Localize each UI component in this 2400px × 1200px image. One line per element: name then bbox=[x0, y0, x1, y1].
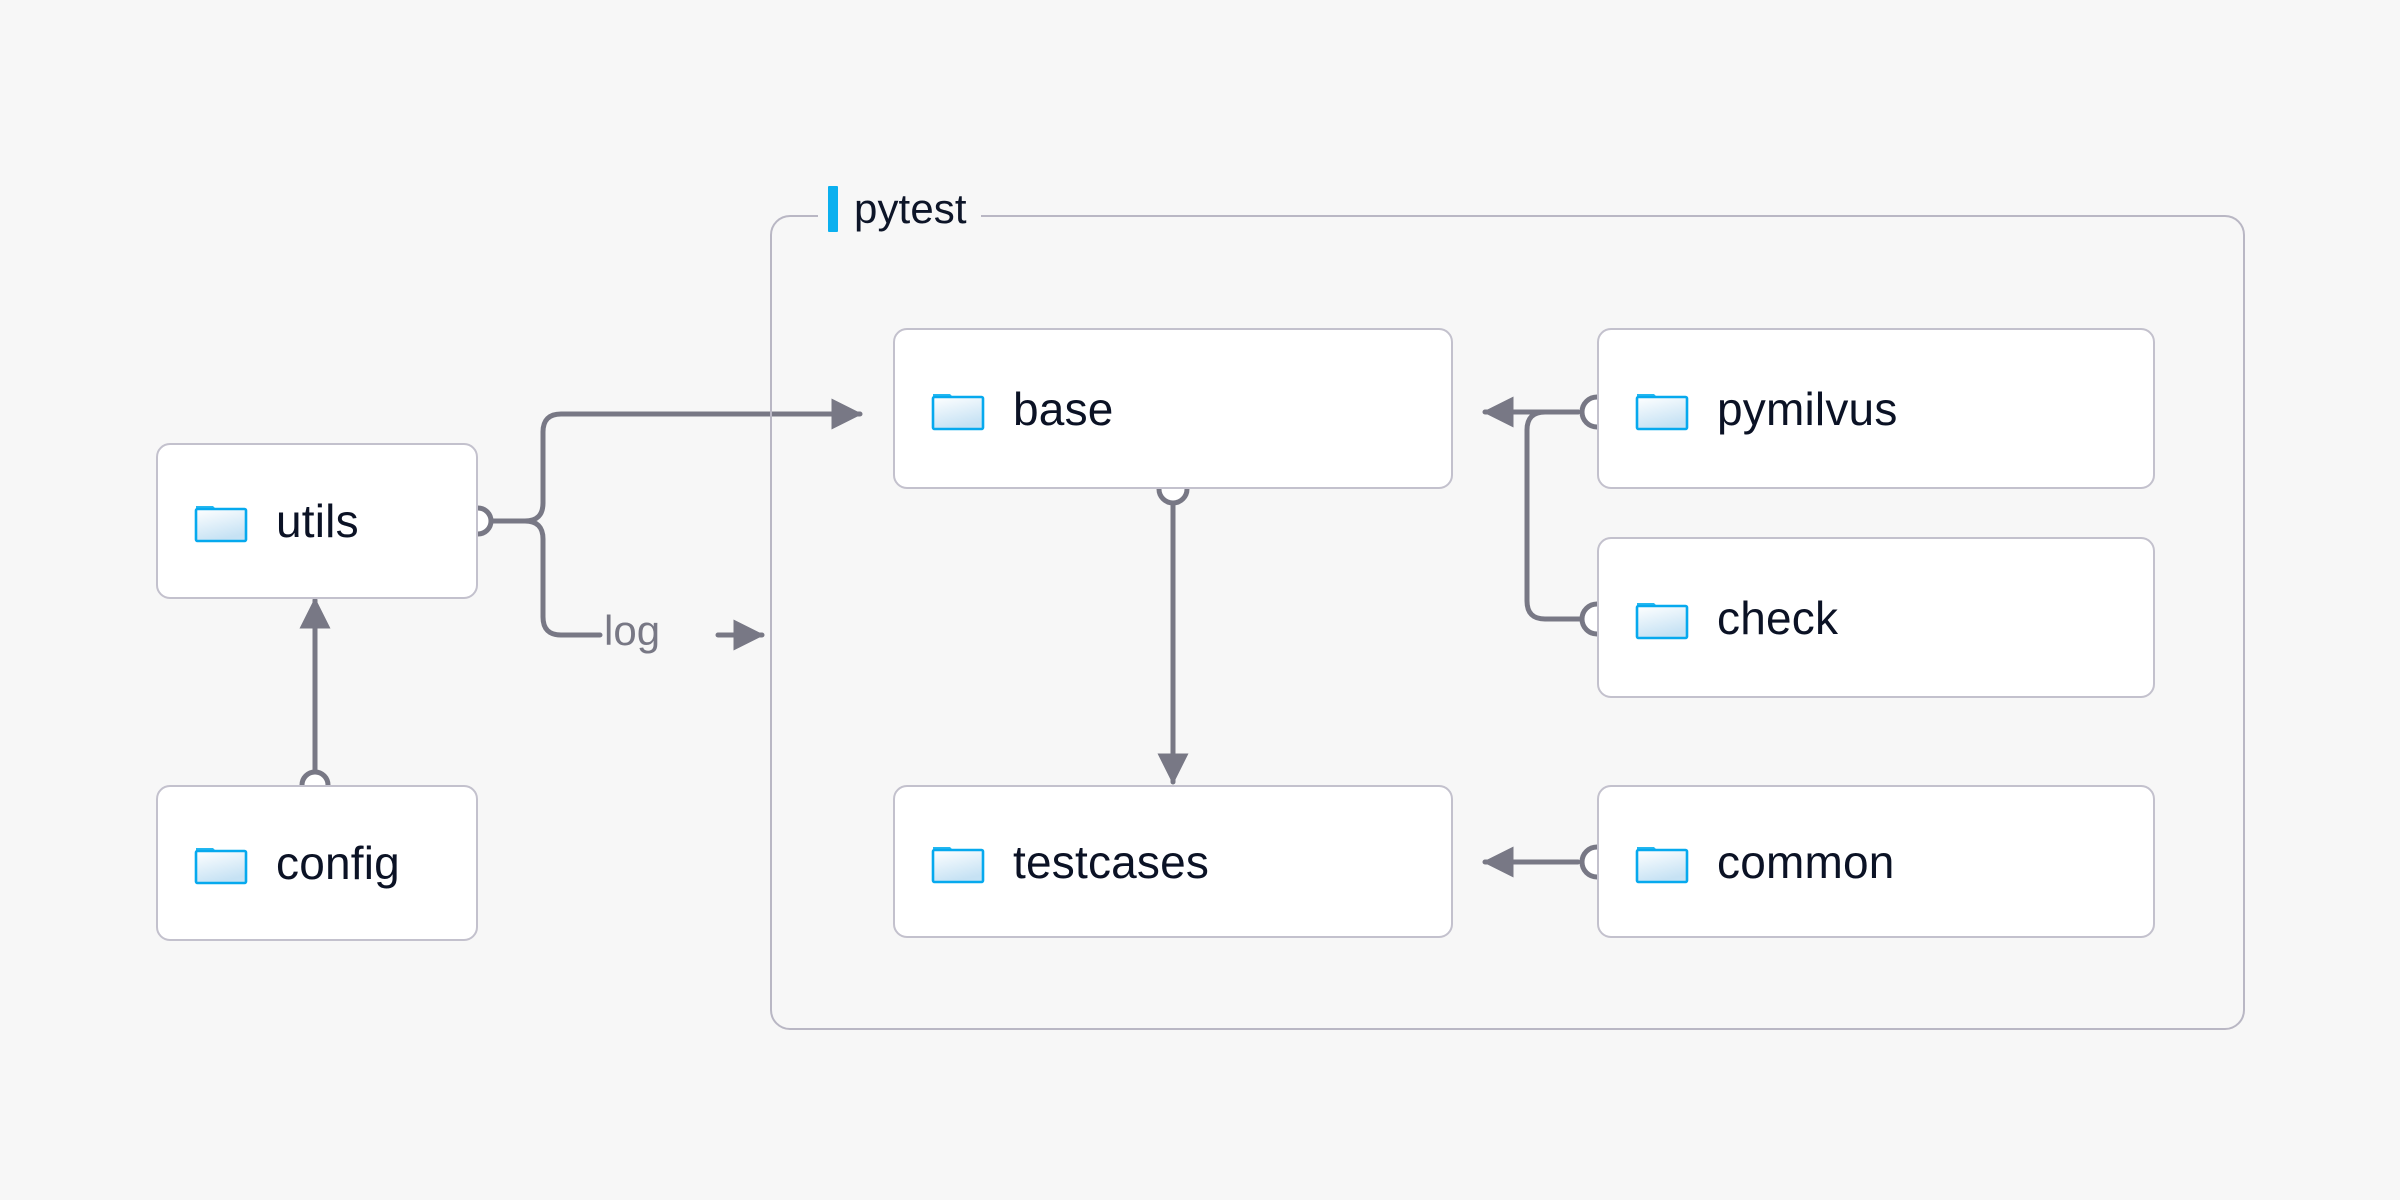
group-pytest bbox=[770, 215, 2245, 1030]
node-common[interactable]: common bbox=[1597, 785, 2155, 938]
folder-icon bbox=[1635, 602, 1689, 639]
group-pytest-label: pytest bbox=[854, 185, 967, 232]
folder-icon bbox=[194, 848, 248, 885]
folder-icon bbox=[1635, 846, 1689, 883]
node-utils[interactable]: utils bbox=[156, 443, 478, 599]
node-config[interactable]: config bbox=[156, 785, 478, 941]
edge-utils-to-log bbox=[522, 518, 603, 638]
node-check[interactable]: check bbox=[1597, 537, 2155, 698]
node-testcases[interactable]: testcases bbox=[893, 785, 1453, 938]
node-utils-label: utils bbox=[276, 495, 359, 547]
group-pytest-header: pytest bbox=[818, 183, 981, 235]
node-check-label: check bbox=[1717, 591, 1839, 644]
folder-icon bbox=[931, 393, 985, 430]
node-base-label: base bbox=[1013, 382, 1114, 435]
node-testcases-label: testcases bbox=[1013, 835, 1210, 888]
node-config-label: config bbox=[276, 837, 400, 889]
node-base[interactable]: base bbox=[893, 328, 1453, 489]
edge-label-log: log bbox=[604, 607, 661, 654]
folder-icon bbox=[931, 846, 985, 883]
node-pymilvus-label: pymilvus bbox=[1717, 382, 1898, 435]
accent-bar-icon bbox=[828, 186, 838, 232]
folder-icon bbox=[194, 506, 248, 543]
node-common-label: common bbox=[1717, 835, 1895, 888]
folder-icon bbox=[1635, 393, 1689, 430]
node-pymilvus[interactable]: pymilvus bbox=[1597, 328, 2155, 489]
